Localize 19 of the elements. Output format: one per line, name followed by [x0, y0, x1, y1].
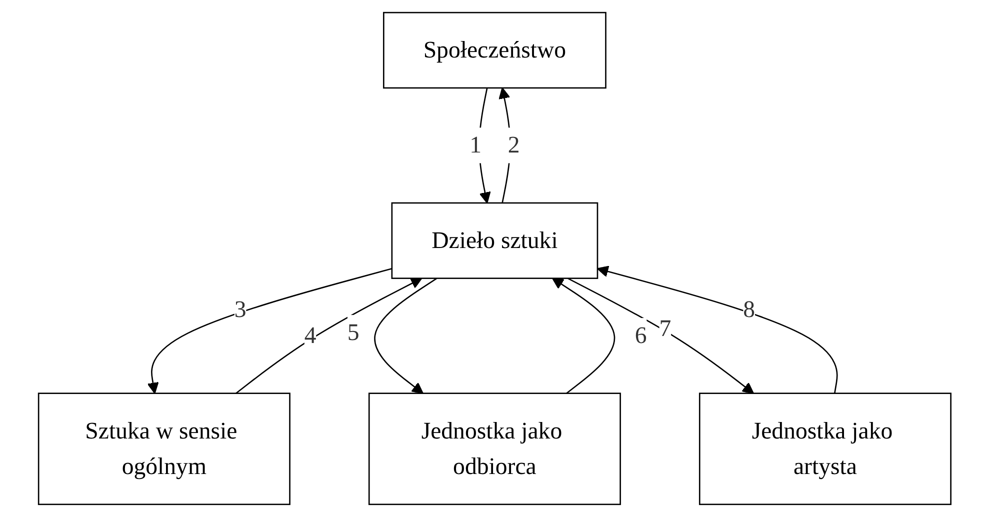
edge-label: 7 [659, 314, 671, 342]
arrow [374, 278, 438, 394]
edge-label: 1 [469, 132, 482, 158]
node-box: Dzieło sztuki [391, 202, 598, 279]
node-box: Jednostka jako odbiorca [368, 392, 621, 506]
edge-label: 5 [347, 318, 360, 346]
node-box: Jednostka jako artysta [698, 392, 952, 506]
node-box: Społeczeństwo [382, 12, 606, 89]
edge-label: 3 [234, 296, 246, 322]
arrow [147, 268, 392, 394]
arrow [235, 278, 422, 394]
arrow [552, 278, 615, 394]
edge-label: 6 [634, 322, 647, 348]
edge-label: 2 [508, 132, 520, 158]
edge-label: 4 [304, 322, 316, 348]
arrow [596, 266, 838, 394]
edge-label: 8 [742, 296, 755, 322]
arrow [567, 278, 754, 394]
node-box: Sztuka w sensie ogólnym [38, 392, 290, 506]
